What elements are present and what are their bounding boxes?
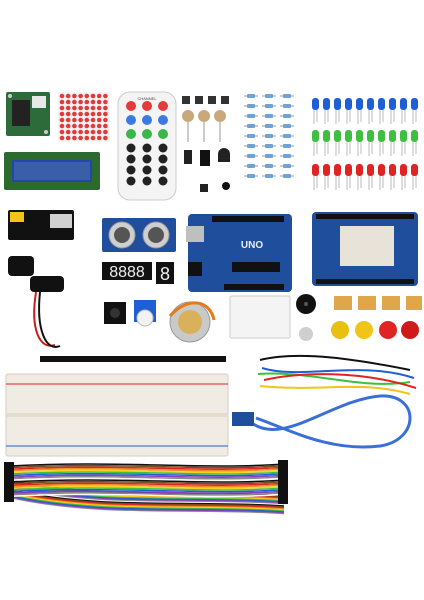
prototype-shield [312,212,418,286]
arduino-uno-board: UNO [186,214,292,292]
ir-remote: CHANNEL [117,91,177,201]
svg-text:8: 8 [160,264,170,284]
seven-segment-1digit: 8 [156,262,174,284]
battery-clip [8,256,64,348]
seven-segment-4digit: 8888 [102,262,152,281]
stepper-motor [168,301,216,343]
jumper-wires [257,354,417,395]
leds-grid [312,98,418,190]
remote-brand: CHANNEL [137,96,157,101]
potentiometer [134,300,156,327]
resistors [244,94,294,178]
led-dot-matrix [58,92,110,142]
sensors-row [182,96,230,192]
ultrasonic-sensor [102,218,176,252]
mini-breadboard [229,295,291,339]
buzzer [296,294,316,341]
push-buttons [331,296,422,339]
dupont-ribbon-cable [4,460,288,516]
lcd-1602-module [4,152,100,190]
pin-header [40,356,226,362]
uno-label: UNO [241,240,263,251]
usb-cable [232,394,412,449]
breadboard-power-module [8,210,74,240]
svg-text:8888: 8888 [109,264,145,281]
driver-board [6,92,50,136]
ir-receiver-module [104,302,126,324]
breadboard-830 [5,373,229,457]
